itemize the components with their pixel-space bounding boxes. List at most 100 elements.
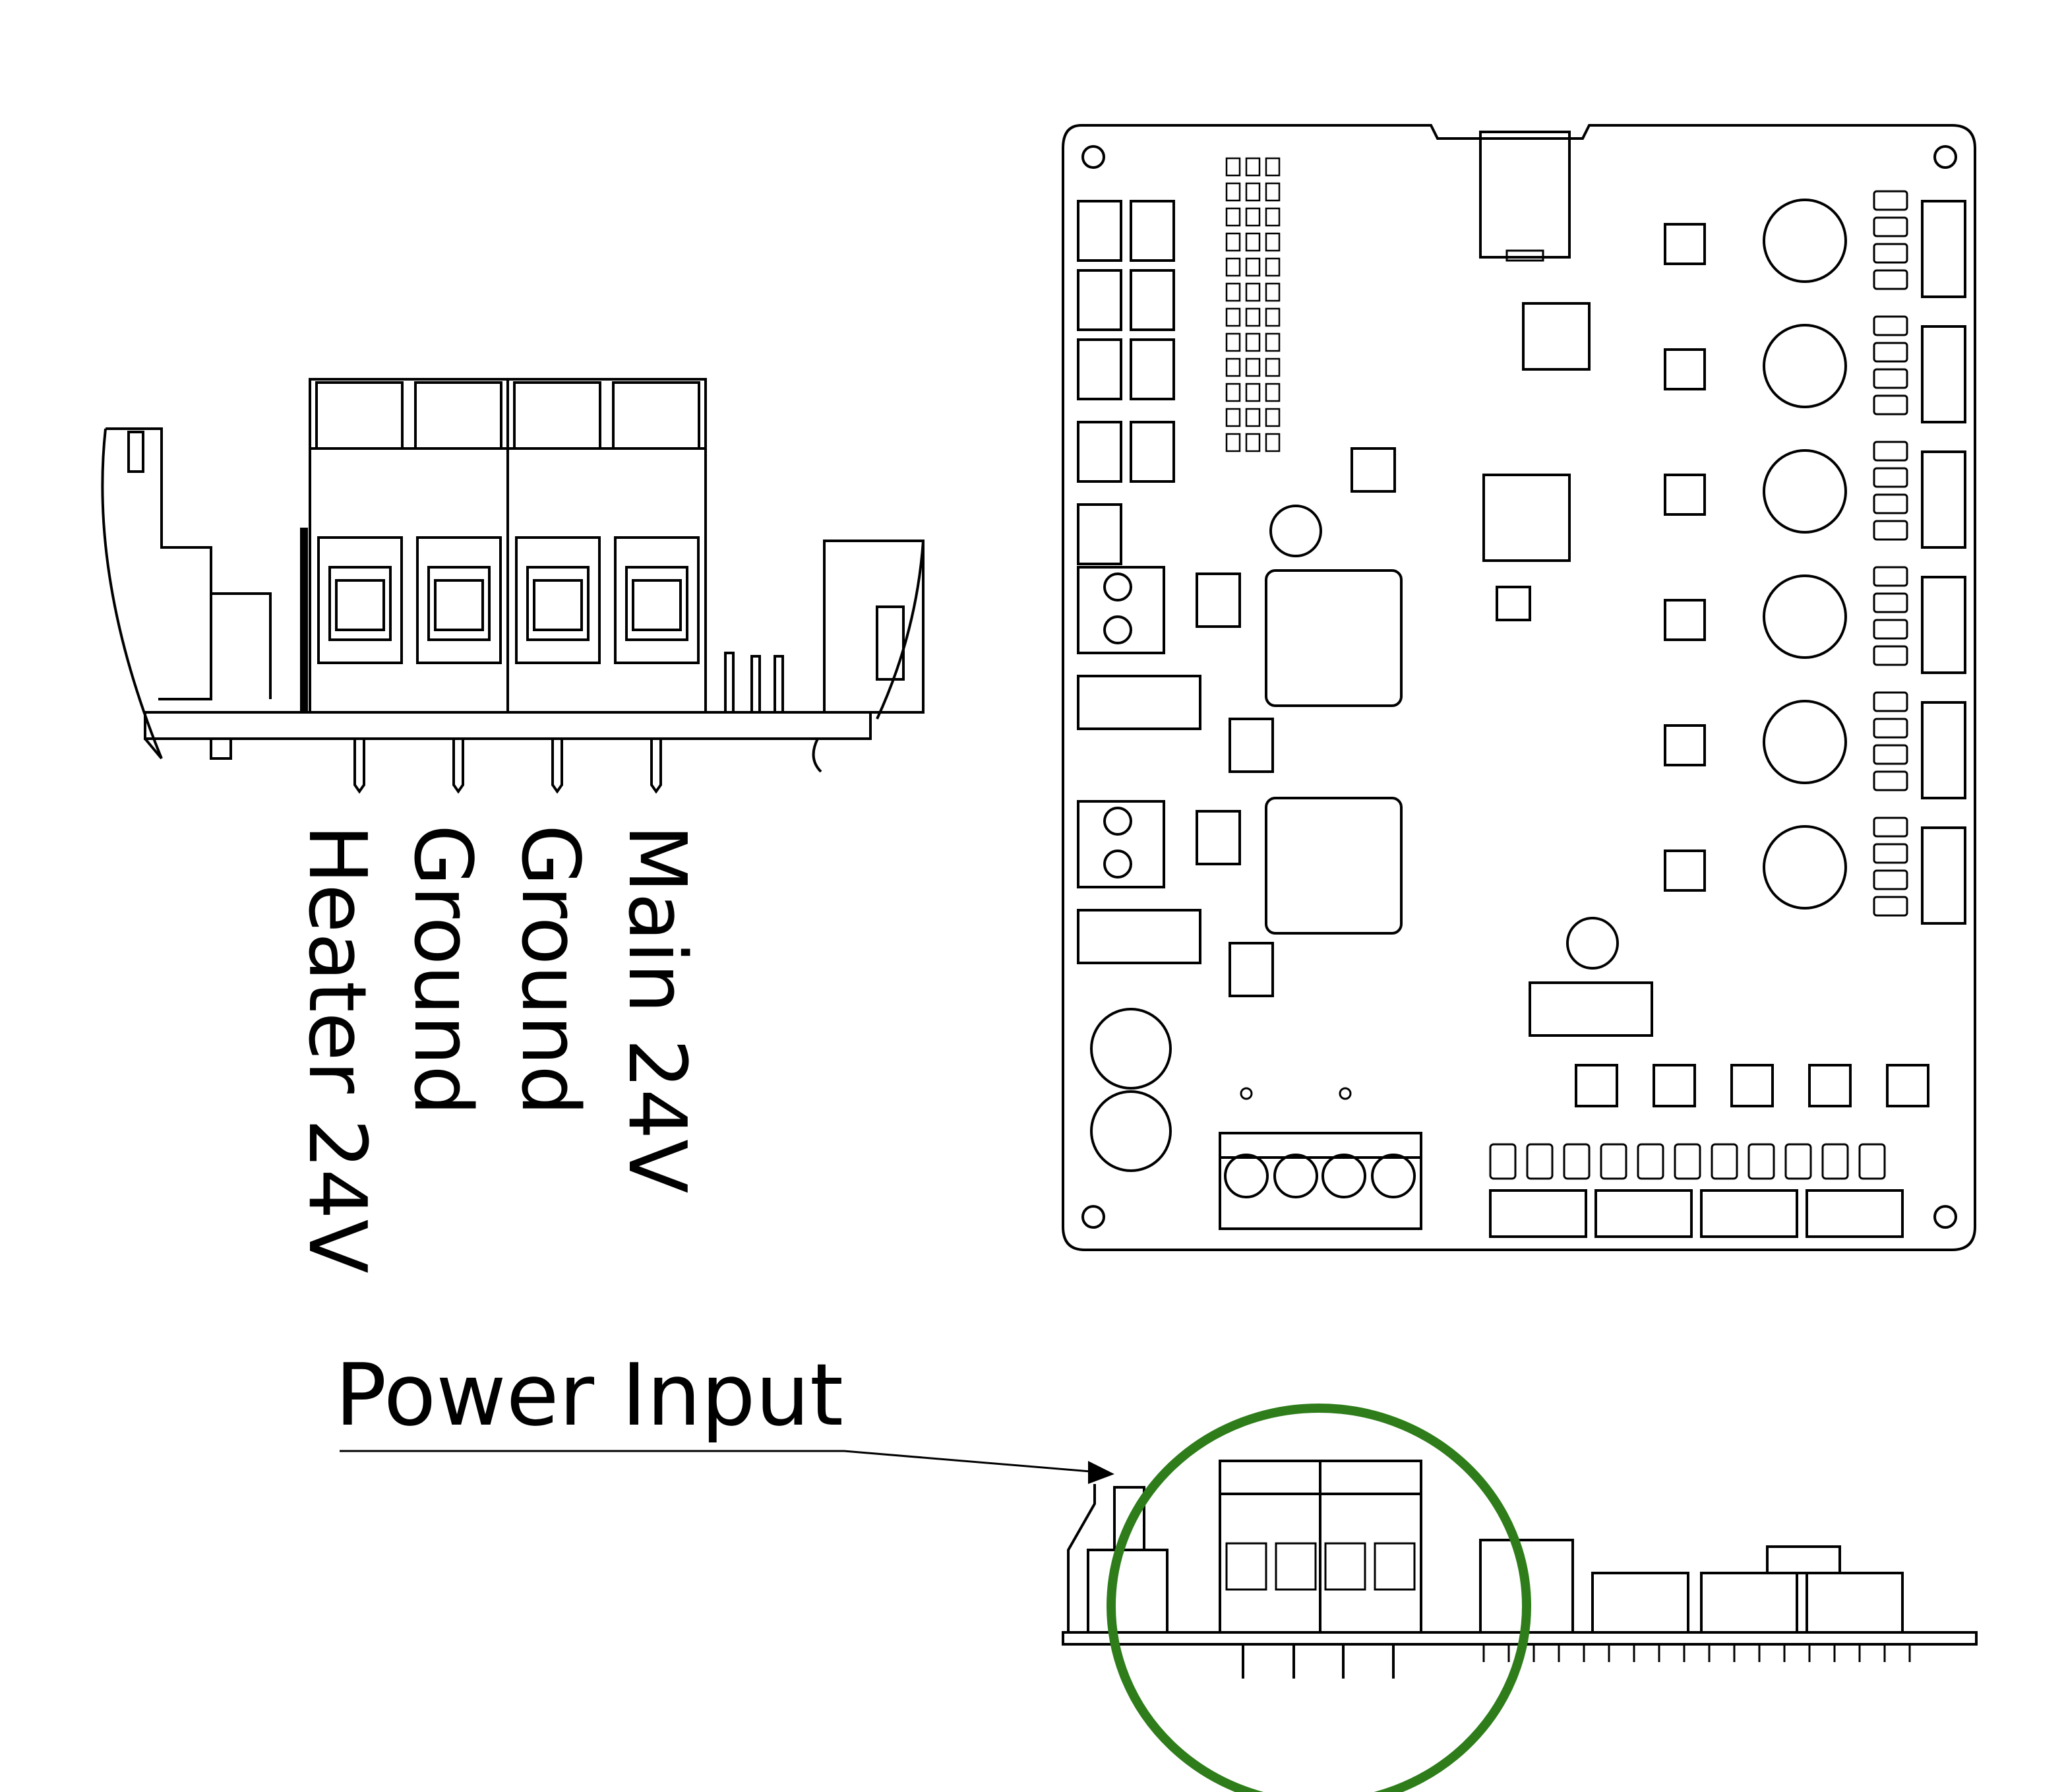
label-main-24v: Main 24V xyxy=(611,824,702,1193)
smd-part xyxy=(1526,1143,1554,1180)
smd-part xyxy=(1873,566,1908,587)
terminal-labels: Heater 24V Ground Ground Main 24V xyxy=(291,824,702,1274)
smd-part xyxy=(1873,645,1908,666)
stepper-connector xyxy=(1921,826,1966,925)
smd-part xyxy=(1873,896,1908,917)
driver-chip xyxy=(1664,474,1706,516)
ic-chip xyxy=(1886,1064,1929,1107)
board-top-view xyxy=(1062,124,1976,1251)
smd-part xyxy=(1245,232,1261,252)
fan-connector xyxy=(1077,503,1122,565)
stepper-connector xyxy=(1921,200,1966,298)
smd-part xyxy=(1637,1143,1664,1180)
smd-part xyxy=(1265,332,1281,352)
smd-part xyxy=(1784,1143,1812,1180)
driver-chip xyxy=(1664,348,1706,390)
smd-part xyxy=(1245,207,1261,227)
smd-part xyxy=(1674,1143,1701,1180)
smd-part xyxy=(1245,408,1261,427)
smd-part xyxy=(1225,207,1241,227)
smd-part xyxy=(1245,257,1261,277)
smd-part xyxy=(1600,1143,1627,1180)
ic-chip xyxy=(1730,1064,1774,1107)
fan-connector xyxy=(1130,421,1175,483)
zoomed-side-view xyxy=(101,378,925,794)
inductor-cap xyxy=(1763,324,1847,408)
ic-chip xyxy=(1575,1064,1618,1107)
smd-part xyxy=(1873,269,1908,290)
stepper-connector xyxy=(1921,325,1966,423)
smd-part xyxy=(1225,383,1241,402)
smd-part xyxy=(1265,207,1281,227)
smd-part xyxy=(1225,307,1241,327)
smd-part xyxy=(1225,232,1241,252)
driver-chip xyxy=(1664,599,1706,641)
smd-part xyxy=(1873,493,1908,514)
fan-connector xyxy=(1077,200,1122,262)
smd-part xyxy=(1873,770,1908,791)
smd-part xyxy=(1873,315,1908,336)
smd-part xyxy=(1873,394,1908,416)
smd-part xyxy=(1225,157,1241,177)
smd-part xyxy=(1489,1143,1517,1180)
smd-part xyxy=(1245,182,1261,202)
smd-part xyxy=(1563,1143,1591,1180)
driver-chip xyxy=(1664,724,1706,766)
driver-chip xyxy=(1664,850,1706,892)
smd-part xyxy=(1265,182,1281,202)
smd-part xyxy=(1225,282,1241,302)
callout-label: Power Input xyxy=(335,1345,843,1445)
smd-part xyxy=(1225,357,1241,377)
smd-part xyxy=(1265,383,1281,402)
label-heater-24v: Heater 24V xyxy=(291,824,382,1274)
arrow-head-icon xyxy=(1088,1461,1114,1484)
smd-part xyxy=(1711,1143,1738,1180)
smd-part xyxy=(1873,718,1908,739)
smd-part xyxy=(1873,342,1908,363)
inductor-cap xyxy=(1763,449,1847,534)
inductor-cap xyxy=(1763,700,1847,784)
smd-part xyxy=(1245,307,1261,327)
stepper-connector xyxy=(1921,701,1966,799)
stepper-connector xyxy=(1921,576,1966,674)
smd-part xyxy=(1873,744,1908,765)
smd-part xyxy=(1873,843,1908,864)
smd-part xyxy=(1858,1143,1886,1180)
smd-part xyxy=(1873,216,1908,237)
smd-part xyxy=(1821,1143,1849,1180)
fan-connector xyxy=(1077,421,1122,483)
power-input-highlight-circle xyxy=(1107,1404,1531,1792)
smd-part xyxy=(1873,817,1908,838)
smd-part xyxy=(1265,257,1281,277)
smd-part xyxy=(1873,691,1908,712)
driver-chip xyxy=(1664,223,1706,265)
ic-chip xyxy=(1653,1064,1696,1107)
smd-part xyxy=(1265,232,1281,252)
label-ground-2: Ground xyxy=(504,824,595,1115)
smd-part xyxy=(1265,433,1281,452)
inductor-cap xyxy=(1763,574,1847,659)
fan-connector xyxy=(1077,269,1122,331)
smd-part xyxy=(1873,619,1908,640)
smd-part xyxy=(1225,332,1241,352)
fan-connector xyxy=(1130,338,1175,400)
smd-part xyxy=(1873,243,1908,264)
smd-part xyxy=(1265,157,1281,177)
smd-part xyxy=(1265,282,1281,302)
smd-part xyxy=(1873,190,1908,211)
smd-part xyxy=(1265,408,1281,427)
inductor-cap xyxy=(1763,199,1847,283)
smd-part xyxy=(1245,282,1261,302)
smd-part xyxy=(1873,592,1908,613)
smd-part xyxy=(1265,307,1281,327)
smd-part xyxy=(1747,1143,1775,1180)
fan-connector xyxy=(1130,269,1175,331)
fan-connector xyxy=(1077,338,1122,400)
smd-part xyxy=(1245,357,1261,377)
inductor-cap xyxy=(1763,825,1847,910)
smd-part xyxy=(1225,408,1241,427)
smd-part xyxy=(1245,383,1261,402)
smd-part xyxy=(1245,433,1261,452)
label-ground-1: Ground xyxy=(396,824,488,1115)
